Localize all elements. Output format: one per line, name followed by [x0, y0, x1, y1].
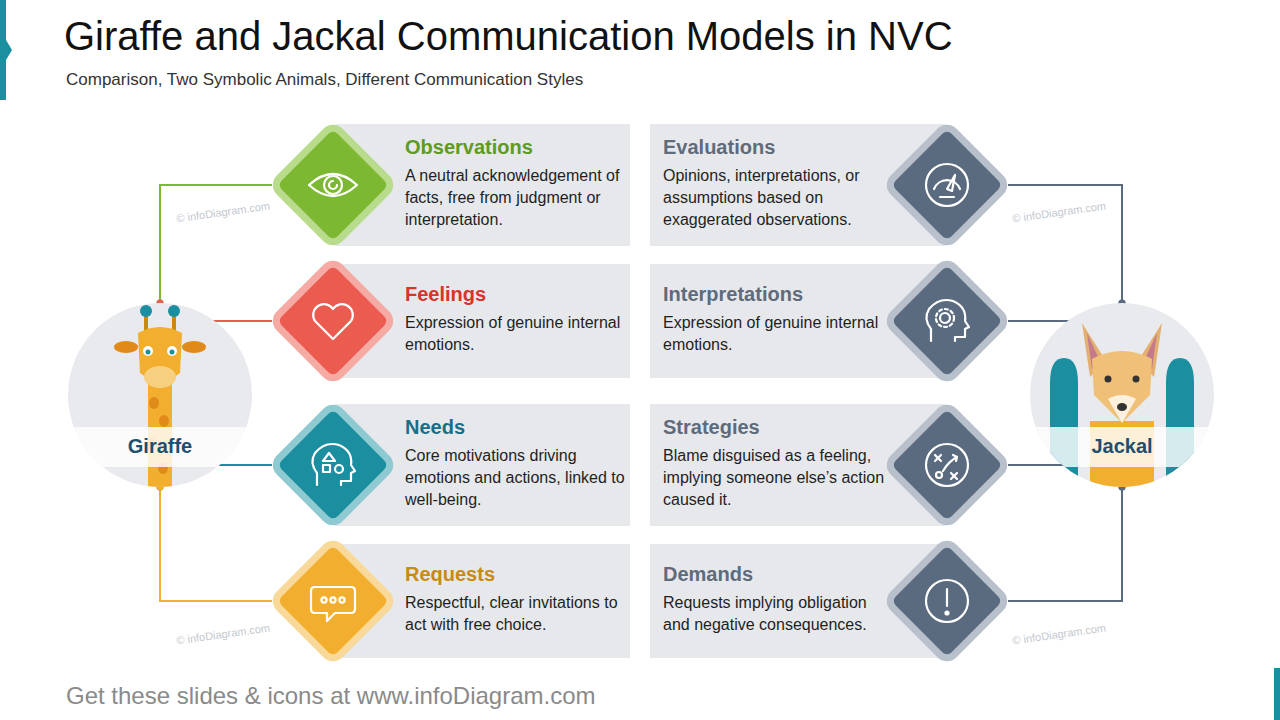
concept-heading: Evaluations — [663, 135, 885, 159]
diamond-shape — [886, 404, 1008, 526]
concept-description: Core motivations driving emotions and ac… — [405, 445, 627, 511]
name-band — [68, 427, 252, 467]
watermark: © infoDiagram.com — [1012, 199, 1107, 224]
icon-diamond — [886, 124, 1008, 246]
concept-description: Blame disguised as a feeling, implying s… — [663, 445, 885, 511]
concept-icon — [313, 304, 353, 339]
icon-diamond — [886, 260, 1008, 382]
concept-description: Requests implying obligation and negativ… — [663, 592, 885, 636]
giraffe-illustration — [68, 303, 252, 487]
concept-icon — [926, 444, 968, 486]
connector-line — [160, 185, 272, 303]
accent-bar — [1274, 668, 1280, 720]
text-block: DemandsRequests implying obligation and … — [663, 562, 885, 636]
animal-name: Giraffe — [68, 435, 252, 458]
concept-heading: Demands — [663, 562, 885, 586]
concept-description: Respectful, clear invitations to act wit… — [405, 592, 627, 636]
concept-heading: Needs — [405, 415, 627, 439]
diamond-shape — [886, 540, 1008, 662]
subtitle: Comparison, Two Symbolic Animals, Differ… — [66, 70, 583, 90]
icon-diamond — [272, 404, 394, 526]
concept-description: Expression of genuine internal emotions. — [663, 312, 885, 356]
concept-heading: Feelings — [405, 282, 627, 306]
jackal-illustration — [1030, 303, 1214, 487]
watermark: © infoDiagram.com — [1012, 621, 1107, 646]
icon-diamond — [886, 540, 1008, 662]
animal-circle: Giraffe — [68, 303, 252, 487]
connector-line — [1008, 487, 1122, 601]
concept-description: A neutral acknowledgement of facts, free… — [405, 165, 627, 231]
concept-heading: Observations — [405, 135, 627, 159]
watermark: © infoDiagram.com — [176, 199, 271, 224]
animal-circle: Jackal — [1030, 303, 1214, 487]
concept-description: Opinions, interpretations, or assumption… — [663, 165, 885, 231]
text-block: EvaluationsOpinions, interpretations, or… — [663, 135, 885, 231]
connector-line — [1008, 185, 1122, 303]
icon-diamond — [272, 540, 394, 662]
concept-heading: Strategies — [663, 415, 885, 439]
icon-diamond — [272, 260, 394, 382]
text-block: RequestsRespectful, clear invitations to… — [405, 562, 627, 636]
name-band — [1030, 427, 1214, 467]
concept-icon — [926, 300, 969, 341]
text-block: StrategiesBlame disguised as a feeling, … — [663, 415, 885, 511]
text-block: InterpretationsExpression of genuine int… — [663, 282, 885, 356]
concept-box: FeelingsExpression of genuine internal e… — [272, 260, 630, 382]
concept-box: NeedsCore motivations driving emotions a… — [272, 400, 630, 530]
concept-box: InterpretationsExpression of genuine int… — [650, 260, 1008, 382]
footer-link: Get these slides & icons at www.infoDiag… — [66, 682, 596, 710]
concept-heading: Interpretations — [663, 282, 885, 306]
concept-box: EvaluationsOpinions, interpretations, or… — [650, 120, 1008, 250]
diamond-shape — [272, 404, 394, 526]
concept-box: DemandsRequests implying obligation and … — [650, 540, 1008, 662]
accent-notch — [6, 40, 12, 60]
concept-icon — [309, 174, 357, 196]
accent-bar — [0, 0, 6, 100]
diamond-shape — [886, 124, 1008, 246]
icon-diamond — [272, 124, 394, 246]
concept-icon — [926, 164, 968, 206]
concept-icon — [312, 444, 355, 485]
text-block: Observations A neutral acknowledgement of… — [405, 135, 627, 231]
concept-box: Observations A neutral acknowledgement of… — [272, 120, 630, 250]
icon-diamond — [886, 404, 1008, 526]
concept-icon — [311, 587, 355, 621]
text-block: NeedsCore motivations driving emotions a… — [405, 415, 627, 511]
slide-title: Giraffe and Jackal Communication Models … — [64, 14, 953, 59]
concept-icon — [926, 580, 968, 622]
diamond-shape — [272, 124, 394, 246]
concept-heading: Requests — [405, 562, 627, 586]
concept-description: Expression of genuine internal emotions. — [405, 312, 627, 356]
diamond-shape — [272, 260, 394, 382]
animal-name: Jackal — [1030, 435, 1214, 458]
concept-box: RequestsRespectful, clear invitations to… — [272, 540, 630, 662]
text-block: FeelingsExpression of genuine internal e… — [405, 282, 627, 356]
diamond-shape — [272, 540, 394, 662]
connector-line — [160, 487, 272, 601]
diamond-shape — [886, 260, 1008, 382]
concept-box: StrategiesBlame disguised as a feeling, … — [650, 400, 1008, 530]
watermark: © infoDiagram.com — [176, 621, 271, 646]
